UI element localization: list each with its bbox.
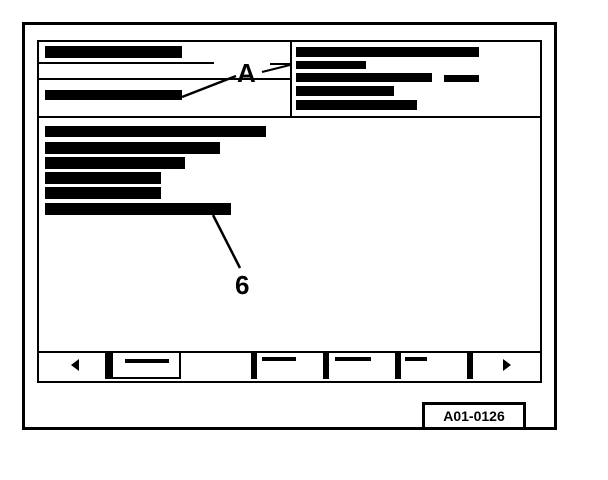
arrow-right-icon	[503, 359, 511, 371]
nav-separator-5	[467, 351, 473, 379]
softkey-4[interactable]	[329, 351, 395, 379]
softkey-3[interactable]	[257, 351, 323, 379]
callout-label-6: 6	[235, 270, 250, 300]
nav-separator-2	[251, 351, 257, 379]
bottom-nav-bar	[39, 351, 540, 379]
header-left-midline	[39, 78, 290, 80]
leader-6-line	[211, 214, 242, 269]
info-line-3	[296, 73, 432, 82]
header-vertical-divider	[290, 42, 292, 116]
softkey-1[interactable]	[111, 351, 181, 379]
list-line-3	[45, 157, 185, 169]
softkey-1-label-bar	[125, 359, 169, 363]
list-line-5	[45, 187, 161, 199]
reference-code-box: A01-0126	[422, 402, 526, 430]
list-line-1	[45, 126, 266, 137]
softkey-3-label-bar	[262, 357, 296, 361]
list-line-4	[45, 172, 161, 184]
nav-separator-1	[105, 351, 111, 379]
softkey-2[interactable]	[181, 351, 251, 379]
header-title-bar	[45, 46, 182, 58]
softkey-5[interactable]	[401, 351, 467, 379]
softkey-5-label-bar	[405, 357, 427, 361]
info-line-2	[296, 61, 366, 69]
info-line-1	[296, 47, 479, 57]
nav-separator-3	[323, 351, 329, 379]
next-page-button[interactable]	[473, 351, 538, 379]
figure-frame	[22, 22, 557, 430]
display-screen	[37, 40, 542, 383]
header-subtitle-bar	[45, 90, 182, 100]
info-line-5	[296, 100, 417, 110]
list-line-6-highlighted	[45, 203, 231, 215]
list-line-2	[45, 142, 220, 154]
info-line-4	[296, 86, 394, 96]
leader-a-right	[261, 64, 291, 73]
prev-page-button[interactable]	[41, 351, 105, 379]
info-line-3b	[444, 75, 479, 82]
callout-label-a: A	[237, 58, 256, 88]
leader-a-line	[181, 74, 237, 99]
softkey-4-label-bar	[335, 357, 371, 361]
header-title-underline	[39, 62, 214, 64]
arrow-left-icon	[71, 359, 79, 371]
nav-separator-4	[395, 351, 401, 379]
header-bottom-divider	[39, 116, 540, 118]
